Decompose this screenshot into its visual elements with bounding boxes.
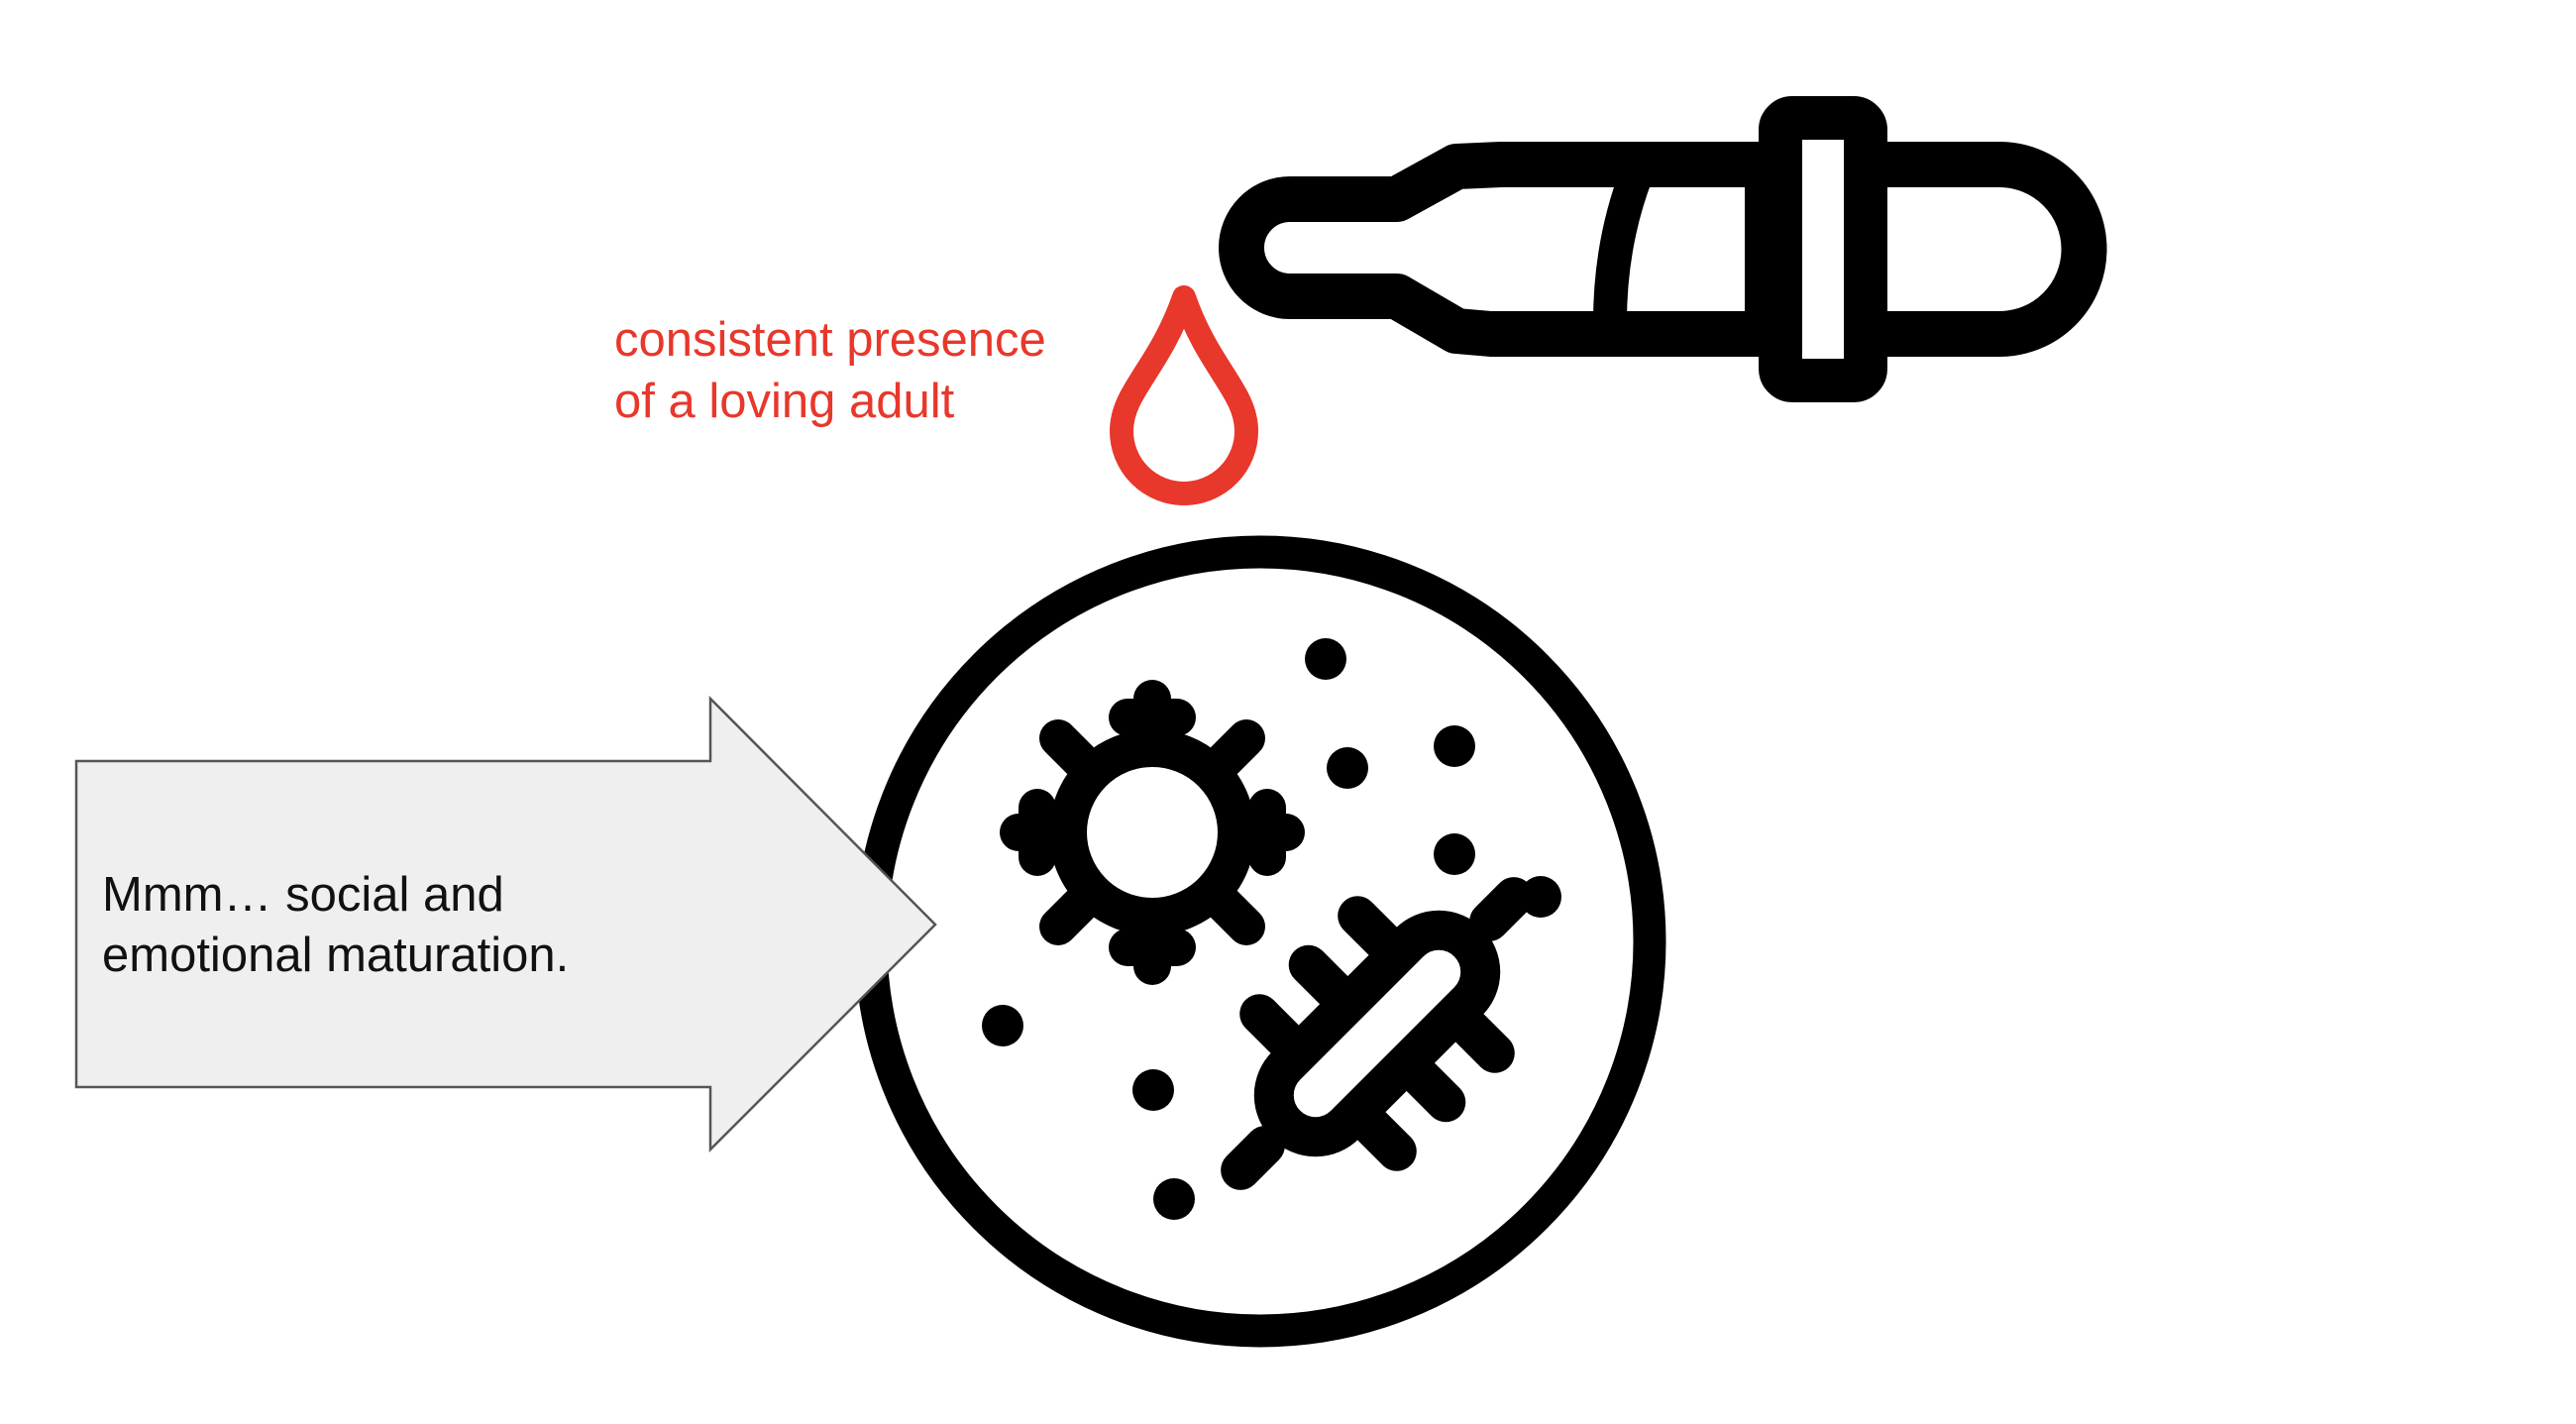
dropper-liquid-line: [1593, 157, 1654, 339]
bacterium-cilia: [1221, 877, 1534, 1190]
germ-dot: [1132, 1069, 1174, 1111]
dropper-bulb-outline: [1856, 142, 2107, 357]
drop-caption-text: consistent presence of a loving adult: [614, 313, 1046, 428]
germ-dot: [982, 1005, 1023, 1046]
germ-dots: [982, 638, 1561, 1220]
dropper-tube-outline: [1219, 142, 1790, 357]
arrow-label-text: Mmm… social and emotional maturation.: [102, 868, 570, 982]
germ-dot: [1305, 638, 1346, 680]
petri-dish-rim: [854, 535, 1666, 1348]
pipette-dropper-icon: [1219, 142, 2107, 357]
bacterium-icon: [1221, 877, 1534, 1190]
petri-dish-bacteria-icon: [854, 535, 1666, 1348]
germ-dot: [1153, 1178, 1195, 1220]
virus-icon: [1000, 680, 1305, 985]
liquid-drop-icon: [1110, 285, 1258, 505]
germ-dot: [1520, 876, 1561, 918]
virus-spikes: [1000, 680, 1305, 985]
germ-dot: [1327, 747, 1368, 789]
bacterium-body: [1253, 910, 1501, 1157]
germ-dot: [1434, 725, 1475, 767]
block-arrow-shape: [74, 695, 937, 1153]
germ-dot: [1434, 833, 1475, 875]
dropper-collar: [1759, 96, 1887, 402]
